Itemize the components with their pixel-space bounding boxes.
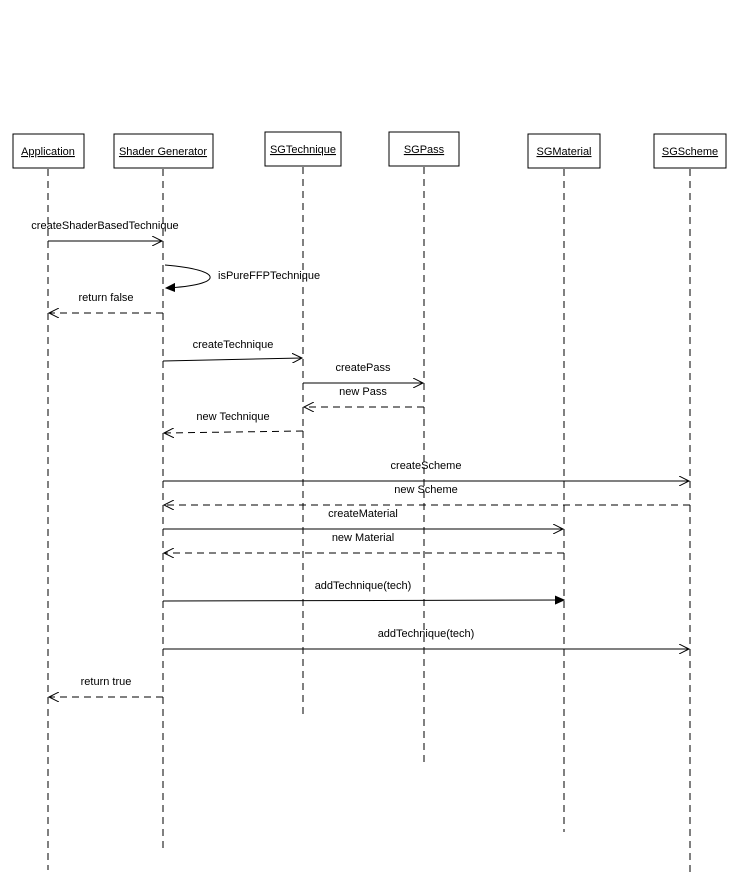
participant-sgmaterial: SGMaterial: [527, 133, 601, 169]
participant-shader-generator: Shader Generator: [113, 133, 214, 169]
message-new-material: new Material: [164, 532, 564, 553]
message-label: isPureFFPTechnique: [218, 270, 320, 282]
participant-label: SGMaterial: [536, 146, 591, 158]
message-new-technique: new Technique: [164, 411, 304, 433]
message-label: createShaderBasedTechnique: [31, 220, 178, 232]
participant-sgpass: SGPass: [388, 131, 460, 167]
participant-label: SGTechnique: [270, 144, 336, 156]
message-add-technique-scheme: addTechnique(tech): [163, 628, 689, 649]
message-new-scheme: new Scheme: [164, 484, 690, 505]
message-label: new Pass: [339, 386, 387, 398]
message-label: createMaterial: [328, 508, 398, 520]
participant-label: Shader Generator: [119, 146, 207, 158]
message-label: createPass: [335, 362, 391, 374]
participant-sgscheme: SGScheme: [653, 133, 727, 169]
message-create-shader-based-technique: createShaderBasedTechnique: [31, 220, 179, 241]
message-is-pure-ffp-technique: isPureFFPTechnique: [165, 264, 320, 288]
message-label: new Scheme: [394, 484, 458, 496]
message-return-false: return false: [49, 292, 163, 313]
message-create-technique: createTechnique: [162, 339, 302, 361]
participant-label: SGPass: [404, 144, 445, 156]
message-add-technique-material: addTechnique(tech): [162, 580, 564, 601]
message-label: addTechnique(tech): [315, 580, 412, 592]
participant-label: SGScheme: [662, 146, 718, 158]
message-label: createTechnique: [193, 339, 274, 351]
participant-application: Application: [12, 133, 85, 169]
message-label: addTechnique(tech): [378, 628, 475, 640]
message-label: return false: [78, 292, 133, 304]
participant-sgtechnique: SGTechnique: [264, 131, 342, 167]
lifelines: [47, 167, 691, 872]
message-return-true: return true: [49, 676, 163, 697]
message-new-pass: new Pass: [304, 386, 424, 407]
message-label: return true: [81, 676, 132, 688]
participant-label: Application: [21, 146, 75, 158]
message-create-scheme: createScheme: [163, 460, 689, 481]
message-label: new Technique: [196, 411, 269, 423]
message-create-pass: createPass: [303, 362, 423, 383]
message-label: new Material: [332, 532, 394, 544]
message-label: createScheme: [391, 460, 462, 472]
message-create-material: createMaterial: [163, 508, 563, 529]
